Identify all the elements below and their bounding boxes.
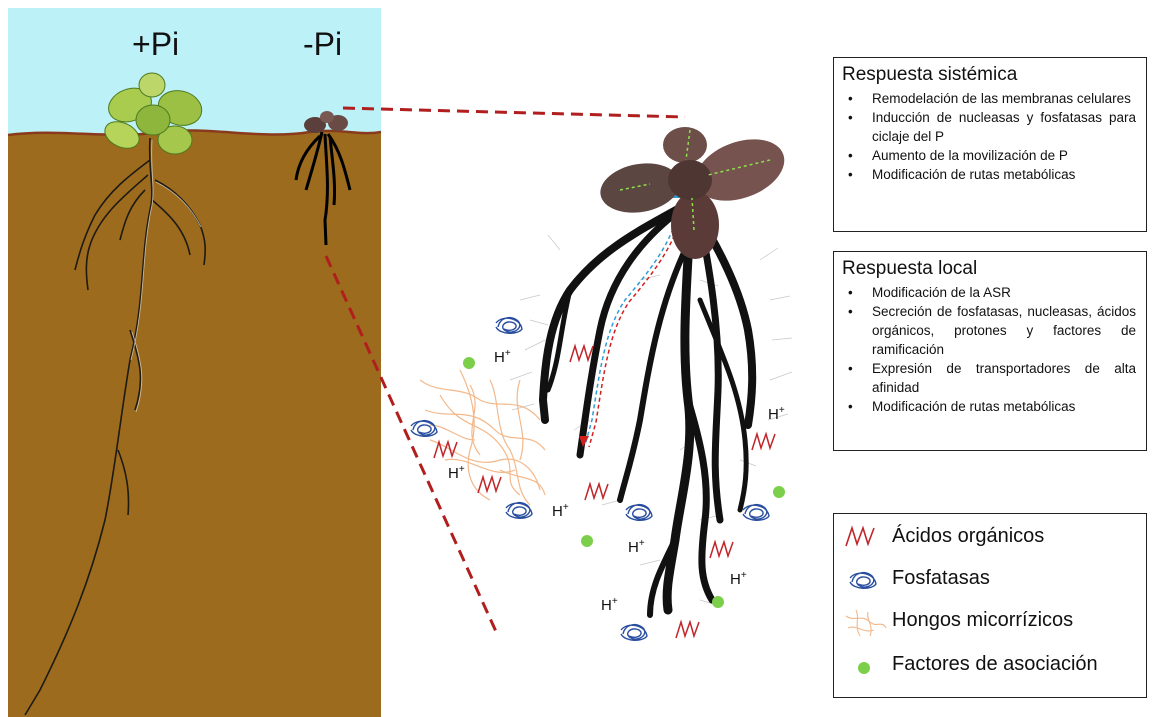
systemic-response-box: Respuesta sistémica Remodelación de las … xyxy=(833,57,1147,232)
list-item: Modificación de la ASR xyxy=(842,283,1136,302)
phosphatase-icon xyxy=(844,566,884,594)
legend-label: Hongos micorrízicos xyxy=(892,609,1073,632)
legend-item-organic-acids: Ácidos orgánicos xyxy=(834,522,1146,556)
local-response-box: Respuesta local Modificación de la ASR S… xyxy=(833,251,1147,451)
proton-label-text: H xyxy=(601,597,612,614)
legend-box: Ácidos orgánicos Fosfatasas Hongos micor… xyxy=(833,513,1147,698)
proton-label-charge: + xyxy=(459,464,465,475)
proton-label-text: H xyxy=(730,571,741,588)
organic-acid-icon xyxy=(844,524,884,550)
proton-label-charge: + xyxy=(741,570,747,581)
proton-label-text: H xyxy=(552,503,563,520)
legend-item-association-factors: Factores de asociación xyxy=(834,650,1146,684)
legend-item-mycorrhizal-fungi: Hongos micorrízicos xyxy=(834,606,1146,640)
systemic-response-title: Respuesta sistémica xyxy=(842,64,1136,86)
legend-label: Fosfatasas xyxy=(892,567,990,590)
legend-item-phosphatases: Fosfatasas xyxy=(834,564,1146,598)
proton-label: H+ xyxy=(552,502,569,520)
proton-label-text: H xyxy=(448,465,459,482)
local-response-list: Modificación de la ASR Secreción de fosf… xyxy=(842,283,1136,416)
mycorrhizal-fungi-icon xyxy=(844,608,888,638)
proton-label-charge: + xyxy=(612,596,618,607)
proton-label-text: H xyxy=(628,539,639,556)
proton-label: H+ xyxy=(494,348,511,366)
list-item: Secreción de fosfatasas, nucleasas, ácid… xyxy=(842,302,1136,359)
systemic-response-list: Remodelación de las membranas celulares … xyxy=(842,89,1136,184)
proton-label-charge: + xyxy=(639,538,645,549)
local-response-title: Respuesta local xyxy=(842,258,1136,280)
plus-pi-label: +Pi xyxy=(132,26,179,63)
association-factor-icon xyxy=(844,652,884,680)
proton-label-charge: + xyxy=(563,502,569,513)
proton-label: H+ xyxy=(768,405,785,423)
proton-label: H+ xyxy=(601,596,618,614)
list-item: Aumento de la movilización de P xyxy=(842,146,1136,165)
list-item: Remodelación de las membranas celulares xyxy=(842,89,1136,108)
list-item: Inducción de nucleasas y fosfatasas para… xyxy=(842,108,1136,146)
proton-label-charge: + xyxy=(779,405,785,416)
legend-label: Ácidos orgánicos xyxy=(892,525,1044,548)
proton-label-text: H xyxy=(768,406,779,423)
proton-label-charge: + xyxy=(505,348,511,359)
proton-label: H+ xyxy=(448,464,465,482)
organic-acid-marks xyxy=(434,346,775,638)
list-item: Expresión de transportadores de alta afi… xyxy=(842,359,1136,397)
proton-label-text: H xyxy=(494,349,505,366)
proton-label: H+ xyxy=(628,538,645,556)
list-item: Modificación de rutas metabólicas xyxy=(842,397,1136,416)
list-item: Modificación de rutas metabólicas xyxy=(842,165,1136,184)
minus-pi-label: -Pi xyxy=(303,26,342,63)
proton-label: H+ xyxy=(730,570,747,588)
mycorrhizal-hyphae xyxy=(420,370,545,505)
legend-label: Factores de asociación xyxy=(892,653,1098,676)
